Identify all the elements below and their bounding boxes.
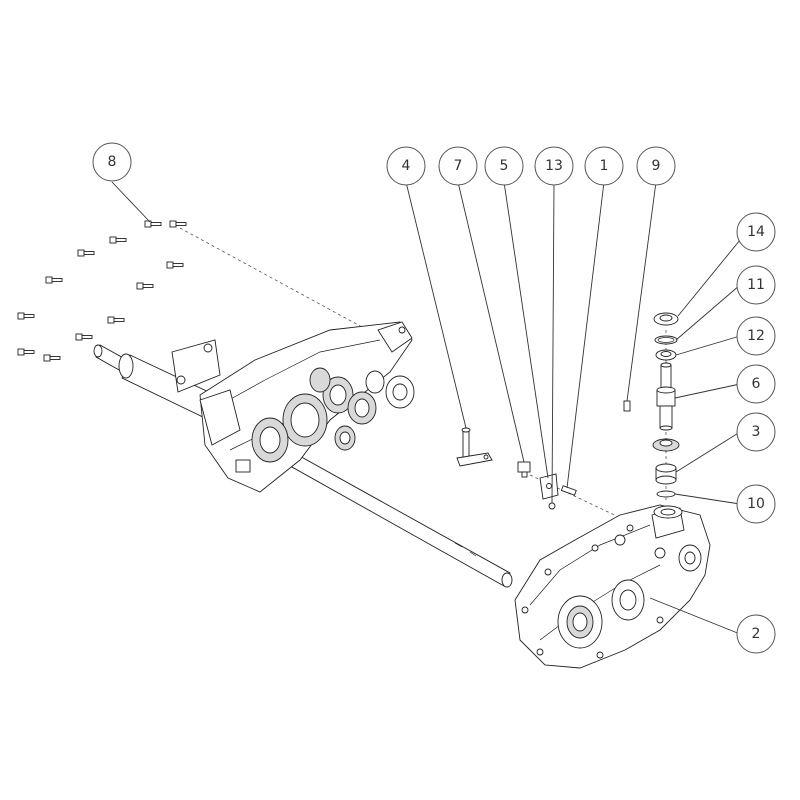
o-ring-part-10 bbox=[656, 490, 676, 498]
callout-6: 6 bbox=[736, 364, 776, 404]
callout-group: 8 4 7 5 13 1 9 14 11 12 6 3 10 2 bbox=[92, 142, 776, 654]
callout-label: 3 bbox=[752, 424, 761, 440]
shaft-part-6 bbox=[656, 362, 676, 431]
callout-circle bbox=[636, 146, 676, 186]
shaft-stack bbox=[652, 312, 680, 498]
fitting-part-7 bbox=[517, 461, 531, 478]
callout-circle bbox=[534, 146, 574, 186]
bolt bbox=[45, 276, 63, 284]
bearing bbox=[365, 370, 385, 394]
mounting-bracket bbox=[171, 339, 221, 393]
callout-circle bbox=[438, 146, 478, 186]
bolt bbox=[109, 236, 127, 244]
callout-1: 1 bbox=[584, 146, 624, 186]
callout-label: 7 bbox=[454, 158, 463, 174]
callout-label: 6 bbox=[752, 376, 761, 392]
callout-2: 2 bbox=[736, 614, 776, 654]
assembly-line-bolts bbox=[179, 227, 396, 346]
bolt-group-part-8 bbox=[17, 220, 187, 362]
callout-label: 4 bbox=[402, 158, 411, 174]
callout-circle bbox=[736, 265, 776, 305]
bushing-part-3 bbox=[655, 463, 677, 485]
callout-label: 1 bbox=[600, 158, 609, 174]
callout-10: 10 bbox=[736, 484, 776, 524]
callout-label: 8 bbox=[108, 154, 117, 170]
callout-label: 5 bbox=[500, 158, 509, 174]
bolt bbox=[77, 249, 95, 257]
callout-circle bbox=[584, 146, 624, 186]
key-part-9 bbox=[623, 400, 631, 412]
callout-13: 13 bbox=[534, 146, 574, 186]
callout-circle bbox=[484, 146, 524, 186]
bolt bbox=[144, 220, 162, 228]
callout-12: 12 bbox=[736, 316, 776, 356]
callout-circle bbox=[736, 614, 776, 654]
callout-label: 14 bbox=[747, 224, 765, 240]
callout-label: 13 bbox=[545, 158, 563, 174]
callout-14: 14 bbox=[736, 212, 776, 252]
callout-3: 3 bbox=[736, 412, 776, 452]
callout-circle bbox=[386, 146, 426, 186]
bolt bbox=[136, 282, 154, 290]
callout-label: 11 bbox=[747, 277, 765, 293]
bolt bbox=[17, 348, 35, 356]
callout-circle bbox=[92, 142, 132, 182]
callout-5: 5 bbox=[484, 146, 524, 186]
callout-label: 2 bbox=[752, 626, 761, 642]
bolt bbox=[169, 220, 187, 228]
callout-circle bbox=[736, 316, 776, 356]
callout-8: 8 bbox=[92, 142, 132, 182]
bolt bbox=[107, 316, 125, 324]
callout-circle bbox=[736, 484, 776, 524]
plate-part-5 bbox=[539, 473, 559, 500]
callout-circle bbox=[736, 364, 776, 404]
bolt bbox=[17, 312, 35, 320]
callout-circle bbox=[736, 212, 776, 252]
leader-lines bbox=[111, 181, 741, 635]
ball-part-13 bbox=[548, 502, 556, 510]
pin-part-1 bbox=[560, 485, 577, 496]
callout-11: 11 bbox=[736, 265, 776, 305]
bolt bbox=[166, 261, 184, 269]
small-gear bbox=[309, 367, 331, 393]
bolt bbox=[75, 333, 93, 341]
callout-label: 10 bbox=[747, 496, 765, 512]
callout-label: 12 bbox=[747, 328, 765, 344]
callout-circle bbox=[736, 412, 776, 452]
callout-label: 9 bbox=[652, 158, 661, 174]
transmission-case-part-2 bbox=[514, 504, 711, 669]
callout-4: 4 bbox=[386, 146, 426, 186]
callout-7: 7 bbox=[438, 146, 478, 186]
bolt bbox=[43, 354, 61, 362]
gear-assembly bbox=[93, 321, 513, 588]
callout-9: 9 bbox=[636, 146, 676, 186]
shift-lever-part-4 bbox=[456, 427, 493, 467]
